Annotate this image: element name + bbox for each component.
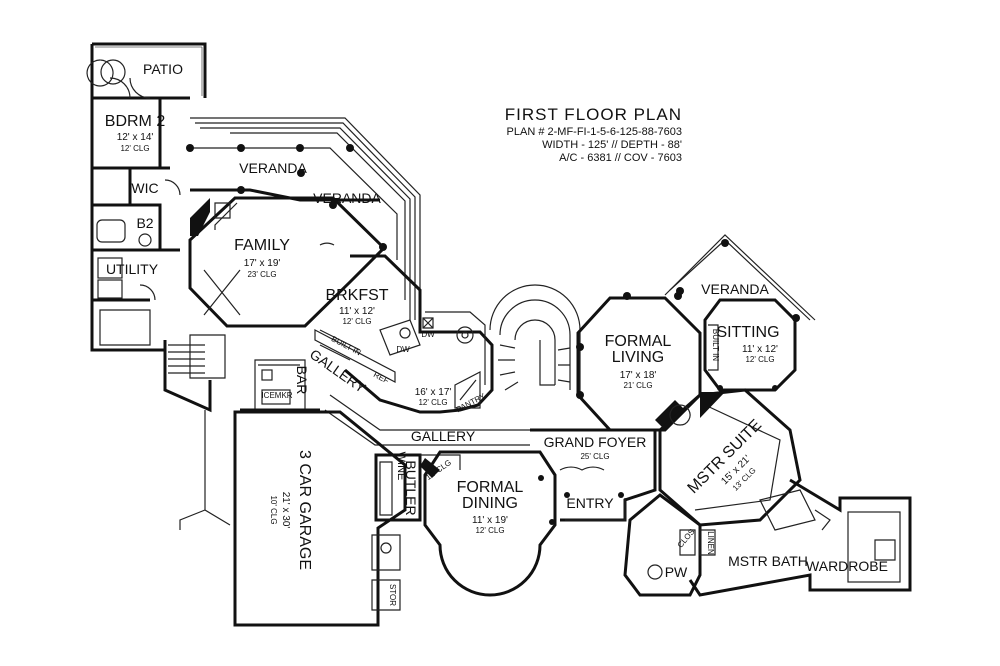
living-label-1: FORMAL — [605, 333, 672, 350]
butler-pantry: WINE BUTLER 12' CLG — [374, 452, 461, 522]
dw-label-1: DW — [396, 345, 410, 354]
living-ceiling: 21' CLG — [623, 381, 652, 390]
b2-label: B2 — [136, 215, 153, 231]
butler-label: BUTLER — [403, 460, 419, 515]
veranda-mid-label: VERANDA — [313, 190, 381, 206]
pw-label: PW — [665, 564, 688, 580]
built-in-label: BUILT IN — [330, 334, 363, 357]
formal-living: FORMAL LIVING 17' x 18' 21' CLG — [576, 292, 702, 432]
grand-foyer-ceiling: 25' CLG — [580, 452, 609, 461]
gallery: GALLERY — [324, 284, 581, 446]
patio-label: PATIO — [143, 61, 183, 77]
living-label-2: LIVING — [612, 349, 664, 366]
formal-dining: FORMAL DINING 11' x 19' 12' CLG — [423, 450, 557, 597]
utility-label: UTILITY — [106, 261, 159, 277]
storage-label: STOR — [388, 584, 397, 606]
plan-number: PLAN # 2-MF-FI-1-5-6-125-88-7603 — [507, 126, 682, 138]
wardrobe-label: WARDROBE — [806, 558, 888, 574]
title-block: FIRST FLOOR PLAN PLAN # 2-MF-FI-1-5-6-12… — [505, 105, 682, 164]
ref-label: REF — [372, 370, 390, 386]
grand-foyer-label: GRAND FOYER — [544, 434, 647, 450]
veranda-right-label: VERANDA — [701, 281, 769, 297]
bdrm2-dimensions: 12' x 14' — [117, 132, 154, 143]
brkfst-ceiling: 12' CLG — [342, 317, 371, 326]
mstr-bath-label: MSTR BATH — [728, 553, 808, 569]
family-room: FAMILY 17' x 19' 23' CLG — [188, 196, 387, 328]
bar-label: BAR — [294, 366, 310, 395]
master-suite: MSTR SUITE 15' x 21' 13' CLG — [658, 388, 802, 527]
dining-label-1: FORMAL — [457, 479, 524, 496]
kitchen-area: BRKFST 11' x 12' 12' CLG DW DW 16' x 17'… — [314, 254, 494, 414]
family-dimensions: 17' x 19' — [244, 258, 281, 269]
dining-label-2: DINING — [462, 495, 518, 512]
kitchen-dimensions: 16' x 17' — [415, 387, 452, 398]
dining-dimensions: 11' x 19' — [472, 515, 508, 526]
bdrm2-ceiling: 12' CLG — [120, 144, 149, 153]
plan-area: A/C - 6381 // COV - 7603 — [559, 152, 682, 164]
plan-dimensions: WIDTH - 125' // DEPTH - 88' — [542, 139, 682, 151]
grand-foyer: GRAND FOYER 25' CLG ENTRY — [530, 428, 657, 522]
veranda-top: VERANDA VERANDA — [186, 117, 421, 320]
sitting-built-in-label: BUILT IN — [711, 329, 720, 361]
icemaker-label: ICEMKR — [261, 391, 292, 400]
family-label: FAMILY — [234, 237, 290, 254]
living-dimensions: 17' x 18' — [620, 370, 657, 381]
dw-label-2: DW — [421, 330, 435, 339]
veranda-top-label: VERANDA — [239, 160, 307, 176]
pantry-label: PANTRY — [455, 391, 488, 414]
clos-label: CLOS — [676, 527, 697, 549]
linen-label: LINEN — [706, 531, 715, 555]
gallery-bottom-label: GALLERY — [411, 428, 476, 444]
sitting-dimensions: 11' x 12' — [742, 344, 778, 355]
wic-label: WIC — [131, 180, 158, 196]
brkfst-label: BRKFST — [325, 287, 388, 304]
dining-ceiling: 12' CLG — [475, 526, 504, 535]
bdrm2-label: BDRM 2 — [105, 113, 166, 130]
left-wing: PATIO BDRM 2 12' x 14' 12' CLG WIC B2 UT… — [86, 42, 207, 352]
master-bath: MSTR BATH WARDROBE PW LINEN CLOS — [623, 478, 912, 597]
sitting-label: SITTING — [716, 324, 779, 341]
garage-label: 3 CAR GARAGE — [296, 450, 313, 570]
entry-label: ENTRY — [566, 495, 614, 511]
sitting-area: VERANDA SITTING 11' x 12' 12' CLG BUILT … — [664, 234, 816, 392]
brkfst-dimensions: 11' x 12' — [339, 306, 375, 317]
garage-ceiling: 10' CLG — [269, 495, 278, 524]
garage-dimensions: 21' x 30' — [280, 492, 291, 529]
kitchen-ceiling: 12' CLG — [418, 398, 447, 407]
sitting-ceiling: 12' CLG — [745, 355, 774, 364]
family-ceiling: 23' CLG — [247, 270, 276, 279]
plan-title: FIRST FLOOR PLAN — [505, 105, 682, 124]
wine-label: WINE — [395, 452, 407, 481]
